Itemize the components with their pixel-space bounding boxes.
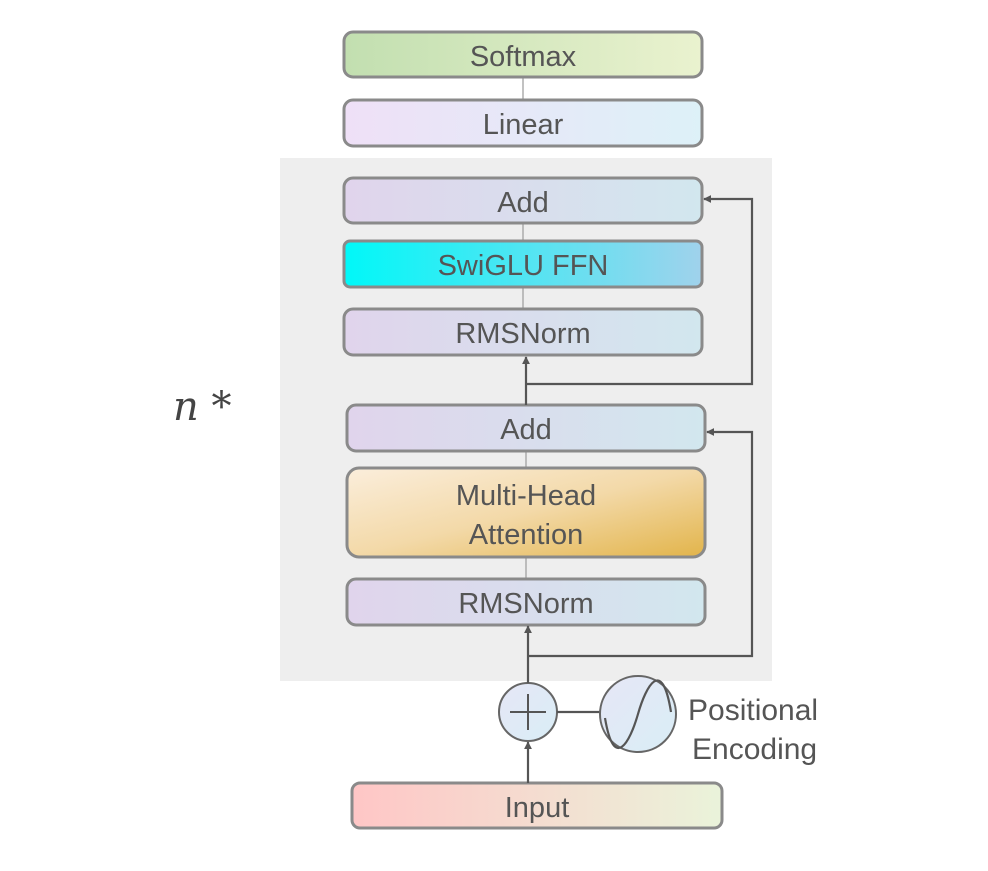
add-block-top: Add (342, 176, 704, 225)
svg-text:Attention: Attention (469, 519, 583, 551)
svg-text:Linear: Linear (483, 109, 564, 141)
repeat-label: n * (173, 384, 231, 430)
rmsnorm-block-bottom: RMSNorm (345, 577, 707, 627)
rmsnorm-block-top: RMSNorm (342, 307, 704, 357)
svg-text:Multi-Head: Multi-Head (456, 480, 596, 512)
add-block-bottom: Add (345, 403, 707, 453)
svg-text:SwiGLU FFN: SwiGLU FFN (438, 250, 609, 282)
softmax-block: Softmax (342, 30, 704, 79)
positional-encoding-label-2: Encoding (692, 733, 817, 766)
residual-arrow-bottom (528, 428, 754, 658)
svg-text:Softmax: Softmax (470, 41, 577, 73)
svg-text:RMSNorm: RMSNorm (458, 588, 593, 620)
multi-head-attention-block: Multi-Head Attention (345, 466, 707, 559)
svg-text:Add: Add (500, 414, 552, 446)
svg-text:Input: Input (505, 792, 570, 824)
positional-encoding-label-1: Positional (688, 694, 818, 727)
plus-icon (498, 682, 558, 742)
swiglu-ffn-block: SwiGLU FFN (342, 239, 704, 289)
sine-wave-icon (599, 675, 677, 753)
input-block: Input (350, 781, 724, 830)
svg-text:RMSNorm: RMSNorm (455, 318, 590, 350)
linear-block: Linear (342, 98, 704, 148)
residual-arrow-top (526, 195, 754, 386)
svg-text:Add: Add (497, 187, 549, 219)
